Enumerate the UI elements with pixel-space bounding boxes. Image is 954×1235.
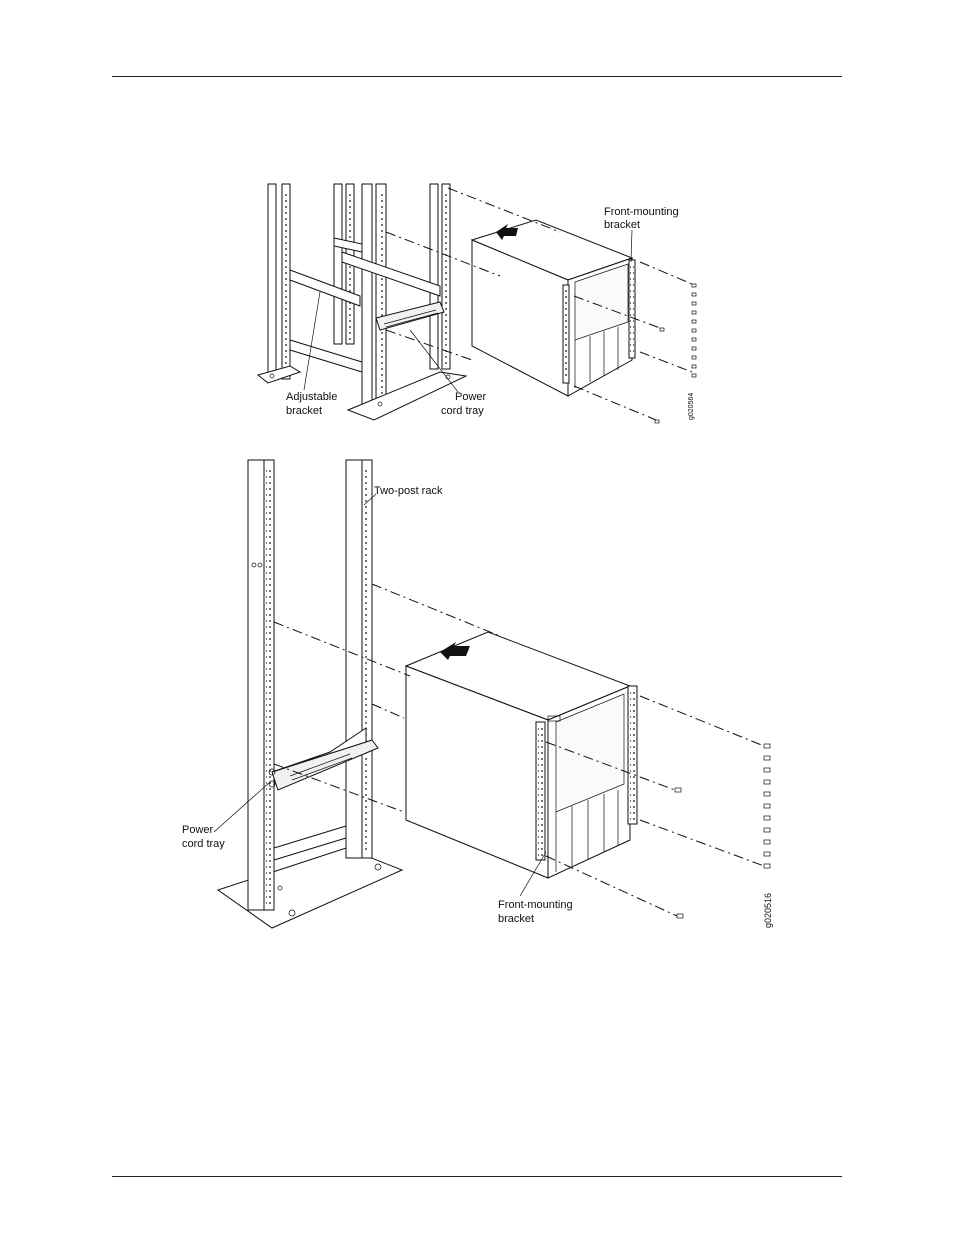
front-mounting-bracket-label-top-2: bracket: [604, 219, 640, 231]
rack-post-right: [274, 460, 372, 860]
front-mounting-bracket-label-bottom-1: Front-mounting: [498, 899, 573, 911]
figure-code-bottom: g020516: [763, 893, 773, 928]
router-chassis-top: [472, 220, 635, 396]
front-mounting-bracket-label-bottom-2: bracket: [498, 913, 534, 925]
two-post-rack-label: Two-post rack: [374, 485, 443, 497]
figure-code-top: g020564: [688, 393, 695, 420]
rack-post-left: [248, 460, 274, 910]
adjustable-bracket-label-1: Adjustable: [286, 391, 337, 403]
router-chassis-bottom: [406, 632, 637, 878]
adjustable-bracket-label-2: bracket: [286, 405, 322, 417]
power-cord-tray-label-top-2: cord tray: [441, 405, 484, 417]
power-cord-tray-label-bottom-2: cord tray: [182, 838, 225, 850]
front-mounting-bracket-leader-top: [631, 230, 632, 262]
two-post-rack-illustration: [214, 460, 770, 928]
rack-base-plate: [218, 848, 402, 928]
power-cord-tray-label-bottom-1: Power: [182, 824, 214, 836]
mounting-screws-bottom: [675, 744, 770, 918]
power-cord-tray-label-top-1: Power: [455, 391, 487, 403]
adjustable-bracket-leader: [304, 292, 320, 390]
front-rack-posts: [348, 184, 466, 420]
front-mounting-bracket-label-top-1: Front-mounting: [604, 206, 679, 218]
